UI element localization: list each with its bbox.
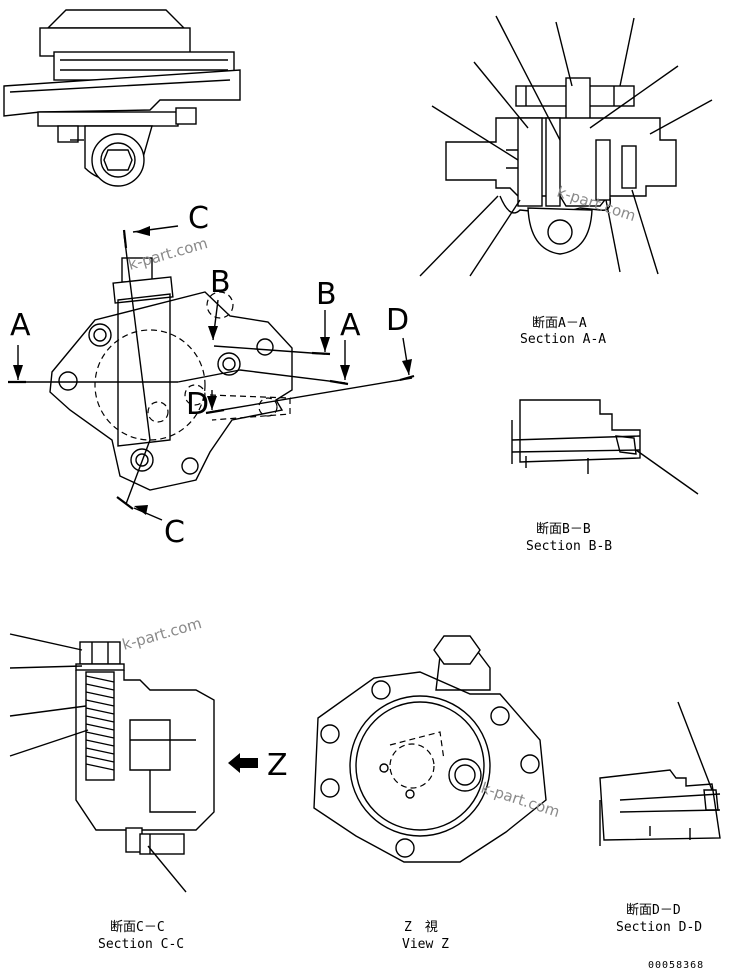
section-c-c [9, 633, 258, 893]
top-view [3, 9, 241, 187]
watermark: k-part.com [126, 234, 209, 274]
letter-c-bottom: C [164, 515, 185, 550]
view-z [313, 635, 547, 863]
captions: 断面A－A Section A-A 断面B－B Section B-B 断面C－… [98, 316, 702, 952]
watermark: k-part.com [479, 779, 562, 821]
section-a-a [419, 15, 713, 277]
letter-b-top: B [210, 265, 231, 300]
letter-c-top: C [188, 201, 209, 236]
caption-cc-en: Section C-C [98, 937, 184, 952]
caption-cc-jp: 断面C－C [110, 920, 165, 935]
caption-z-en: View Z [402, 937, 449, 952]
letter-a-left: A [10, 308, 31, 343]
left-arrow-icon [228, 753, 258, 773]
caption-aa-jp: 断面A－A [532, 316, 587, 331]
letter-d-center: D [186, 387, 209, 422]
section-letters: A A B B C C D D Z [10, 201, 409, 783]
caption-bb-en: Section B-B [526, 539, 612, 554]
main-view [8, 225, 415, 521]
section-b-b [511, 399, 699, 495]
drawing-number: 00058368 [648, 960, 704, 971]
letter-z-view: Z [267, 748, 288, 783]
caption-dd-en: Section D-D [616, 920, 702, 935]
section-d-d [599, 701, 721, 846]
caption-aa-en: Section A-A [520, 332, 606, 347]
letter-b-right: B [316, 277, 337, 312]
letter-a-right: A [340, 308, 361, 343]
caption-dd-jp: 断面D－D [626, 903, 681, 918]
caption-z-jp: Z 視 [404, 920, 438, 935]
letter-d-right: D [386, 303, 409, 338]
caption-bb-jp: 断面B－B [536, 522, 591, 537]
watermark: k-part.com [120, 614, 203, 654]
